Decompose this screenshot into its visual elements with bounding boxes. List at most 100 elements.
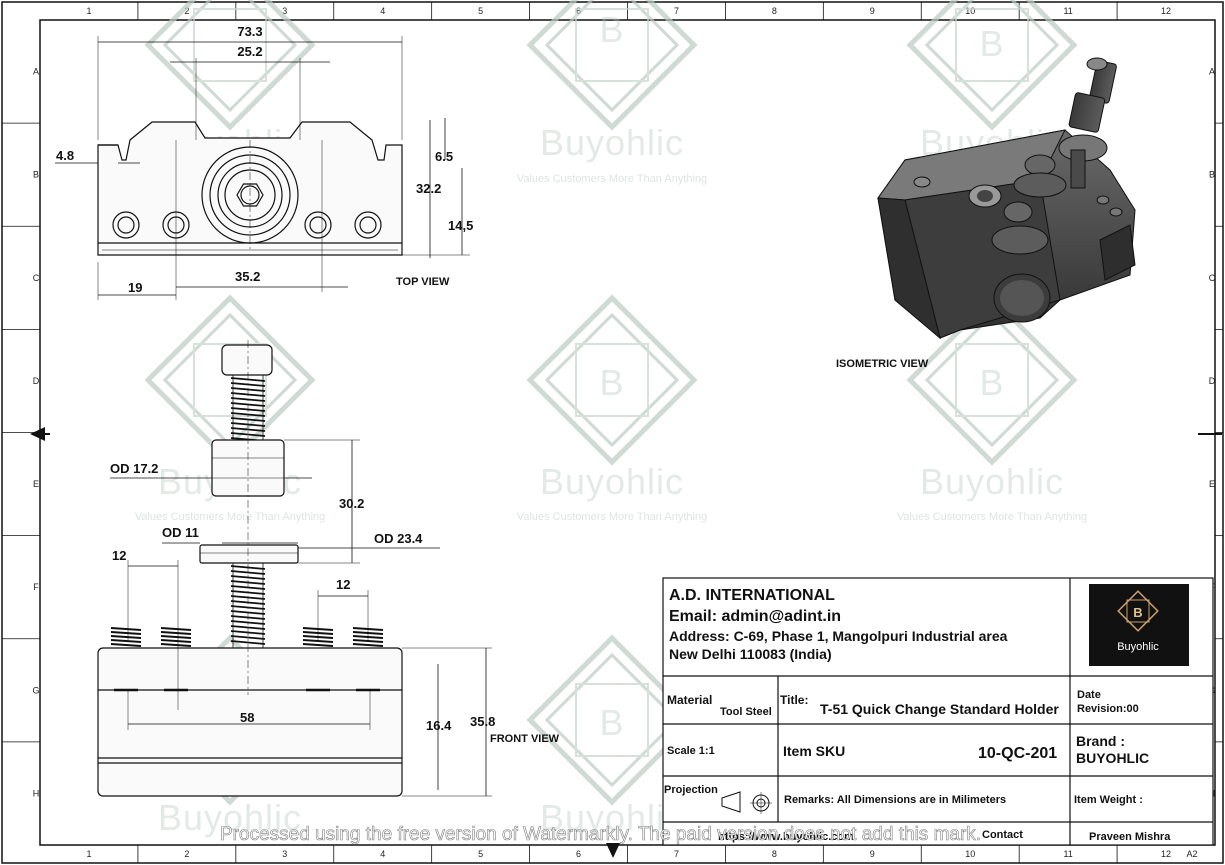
grid-row-label-left: E <box>33 479 39 489</box>
drawn-by: Praveen Mishra <box>1089 831 1171 843</box>
revision: Revision:00 <box>1077 703 1139 715</box>
watermark-letter: B <box>979 362 1004 403</box>
grid-row-label-right: A <box>1209 67 1215 77</box>
brand-logo <box>1089 584 1189 666</box>
grid-row-label-left: H <box>33 788 40 798</box>
watermark-brand: Buyohlic <box>158 797 302 838</box>
dim-inner-height: 16.4 <box>426 718 452 733</box>
grid-col-label-top: 8 <box>772 6 777 16</box>
grid-row-label-left: A <box>33 67 39 77</box>
grid-col-label-bottom: 8 <box>772 849 777 859</box>
watermark-letter: B <box>599 702 624 743</box>
grid-col-label-bottom: 10 <box>965 849 975 859</box>
date-label: Date <box>1077 689 1101 701</box>
dim-nut-height: 30.2 <box>339 496 364 511</box>
grid-col-label-top: 1 <box>86 6 91 16</box>
item-weight: Item Weight : <box>1074 794 1143 806</box>
contact-label: Contact <box>982 829 1023 841</box>
isometric-view <box>877 57 1136 340</box>
grid-col-label-bottom: 6 <box>576 849 581 859</box>
grid-col-label-bottom: 1 <box>86 849 91 859</box>
dim-center-width: 25.2 <box>237 44 262 59</box>
material-label: Material <box>667 693 712 707</box>
grid-col-label-top: 9 <box>870 6 875 16</box>
dim-slot: 6.5 <box>435 149 453 164</box>
grid-col-label-top: 7 <box>674 6 679 16</box>
grid-col-label-top: 2 <box>184 6 189 16</box>
dim-depth: 14,5 <box>448 218 473 233</box>
dim-pitch-right: 12 <box>336 577 350 592</box>
dim-total-height: 35.8 <box>470 714 495 729</box>
grid-col-label-top: 6 <box>576 6 581 16</box>
company-address-2: New Delhi 110083 (India) <box>669 646 832 662</box>
brand-logo-letter: B <box>1133 605 1142 620</box>
brand-logo-text: Buyohlic <box>1117 641 1159 653</box>
sheet-size: A2 <box>1186 849 1197 859</box>
dim-od-nut: OD 17.2 <box>110 461 158 476</box>
item-sku-value: 10-QC-201 <box>978 745 1057 762</box>
grid-col-label-top: 12 <box>1161 6 1171 16</box>
isometric-view-label: ISOMETRIC VIEW <box>836 358 929 370</box>
website: https://www.buyohlic.com <box>718 831 854 843</box>
watermark-brand: Buyohlic <box>540 461 684 502</box>
dim-hole-spacing: 35.2 <box>235 269 260 284</box>
grid-row-label-left: C <box>33 273 40 283</box>
top-view-dims: 73.3 25.2 4.8 6.5 32.2 14,5 19 35.2 TOP … <box>56 24 473 295</box>
watermark-tagline: Values Customers More Than Anything <box>135 511 325 523</box>
grid-col-label-bottom: 3 <box>282 849 287 859</box>
watermark-tagline: Values Customers More Than Anything <box>897 511 1087 523</box>
watermarkly-banner: Processed using the free version of Wate… <box>220 824 981 845</box>
grid-col-label-bottom: 7 <box>674 849 679 859</box>
grid-col-label-bottom: 5 <box>478 849 483 859</box>
projection-symbol-icon <box>721 791 772 814</box>
watermark-letter: B <box>599 9 624 50</box>
dim-od-shaft: OD 11 <box>162 525 199 540</box>
watermark-letter: B <box>599 362 624 403</box>
grid-col-label-bottom: 2 <box>184 849 189 859</box>
remarks: Remarks: All Dimensions are in Milimeter… <box>784 794 1006 806</box>
scale: Scale 1:1 <box>667 745 715 757</box>
grid-col-label-top: 10 <box>965 6 975 16</box>
grid-col-label-top: 11 <box>1063 6 1072 16</box>
grid-col-label-bottom: 9 <box>870 849 875 859</box>
grid-row-label-left: F <box>33 582 39 592</box>
brand-label: Brand : <box>1076 733 1125 749</box>
grid-row-label-left: D <box>33 376 40 386</box>
grid-row-label-left: G <box>32 685 39 695</box>
dim-od-washer: OD 23.4 <box>374 531 423 546</box>
title-label: Title: <box>780 693 808 707</box>
watermark-brand: Buyohlic <box>920 461 1064 502</box>
grid-row-label-right: D <box>1209 376 1216 386</box>
top-view-label: TOP VIEW <box>396 276 450 288</box>
dim-height: 32.2 <box>416 181 441 196</box>
grid-col-label-bottom: 4 <box>380 849 385 859</box>
center-arrow-bottom <box>606 843 620 858</box>
dim-left-offset: 19 <box>128 280 142 295</box>
grid-col-label-top: 5 <box>478 6 483 16</box>
dim-overall-width: 73.3 <box>237 24 262 39</box>
watermark-letter: B <box>979 23 1004 64</box>
front-view <box>97 340 492 797</box>
brand-value: BUYOHLIC <box>1076 750 1149 766</box>
watermark-tagline: Values Customers More Than Anything <box>517 511 707 523</box>
grid-row-label-left: B <box>33 170 39 180</box>
grid-col-label-top: 3 <box>282 6 287 16</box>
front-view-dims: OD 17.2 30.2 OD 11 OD 23.4 12 12 58 16.4… <box>110 461 560 745</box>
company-email: Email: admin@adint.in <box>669 608 841 625</box>
company-address-1: Address: C-69, Phase 1, Mangolpuri Indus… <box>669 628 1008 644</box>
drawing-title: T-51 Quick Change Standard Holder <box>820 701 1059 717</box>
watermark-brand: Buyohlic <box>540 122 684 163</box>
projection-label: Projection <box>664 784 718 796</box>
top-view <box>55 36 470 300</box>
dim-notch: 4.8 <box>56 148 74 163</box>
dim-width: 58 <box>240 710 254 725</box>
grid-col-label-top: 4 <box>380 6 385 16</box>
item-sku-label: Item SKU <box>783 743 845 759</box>
grid-row-label-right: B <box>1209 170 1215 180</box>
dim-pitch-left: 12 <box>112 548 126 563</box>
watermark-brand: Buyohlic <box>540 797 684 838</box>
watermark-tagline: Values Customers More Than Anything <box>517 173 707 185</box>
grid-row-label-right: C <box>1209 273 1216 283</box>
